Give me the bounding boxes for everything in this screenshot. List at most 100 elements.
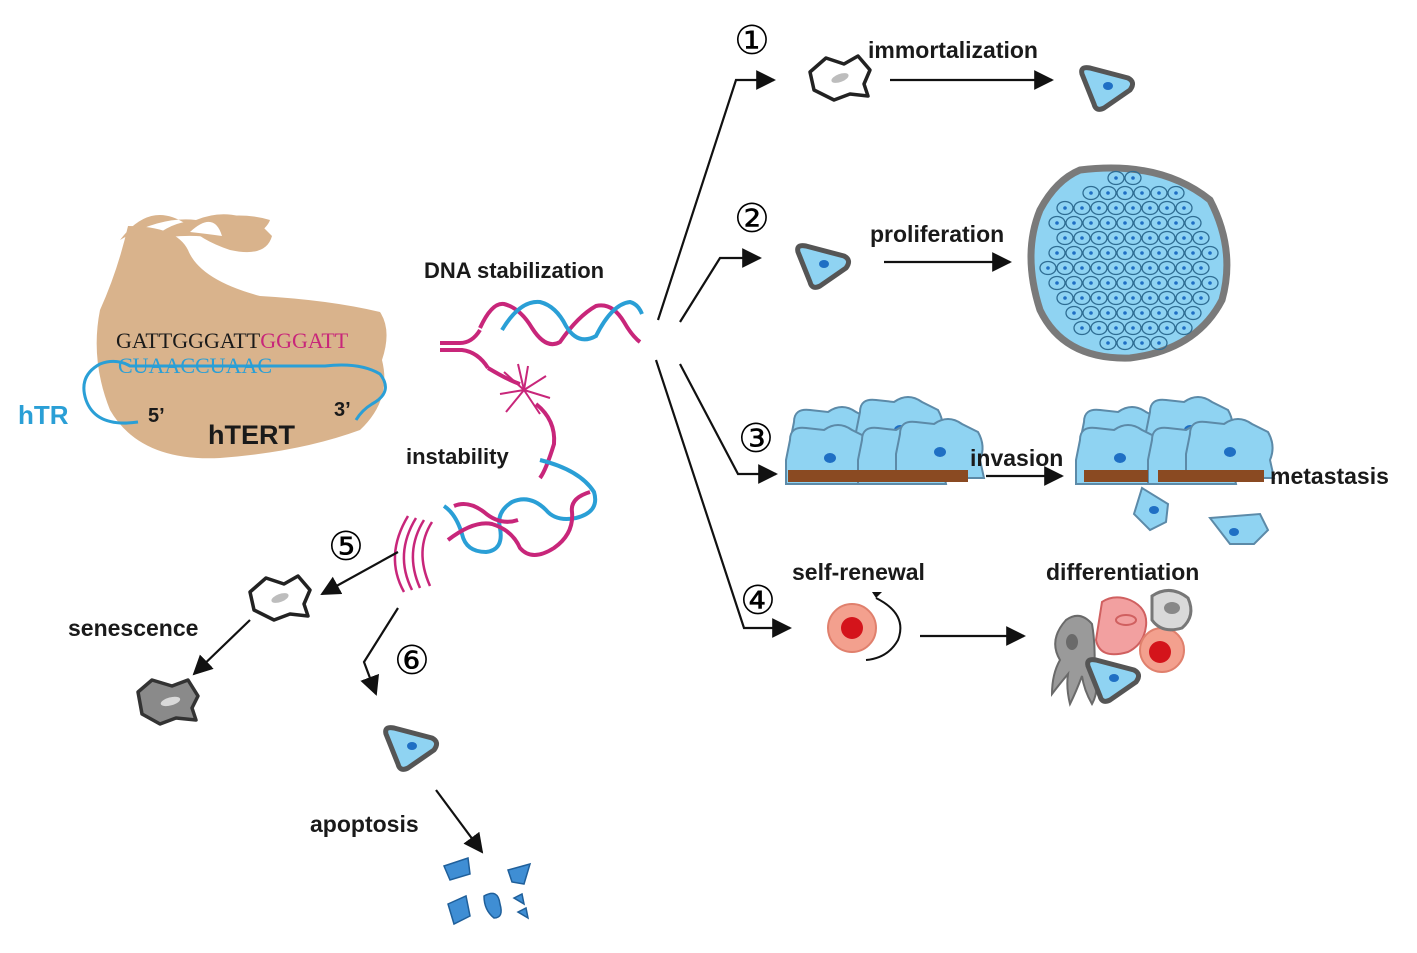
tumor-cell-nucleus [1208,281,1212,285]
tumor-cell-nucleus [1148,206,1152,210]
three-prime-label: 3’ [334,399,351,421]
tumor-cell-nucleus [1182,206,1186,210]
self-renewal-label: self-renewal [792,559,925,585]
migrating-cells [1132,486,1270,545]
break-burst [499,363,551,415]
pathway-6-number: ⑥ [394,638,430,683]
tumor-cell [1124,200,1142,216]
tumor-cell-nucleus [1123,191,1127,195]
tumor-cell-nucleus [1114,326,1118,330]
tumor-cell [1124,320,1142,336]
tumor-cell-nucleus [1097,326,1101,330]
tumor-cell-nucleus [1191,251,1195,255]
tumor-cell [1073,230,1091,246]
tumor-cell-nucleus [1165,236,1169,240]
tumor-cell [1141,290,1159,306]
tumor-cell [1158,200,1176,216]
tumor-cell [1141,230,1159,246]
tumor-cell-nucleus [1140,311,1144,315]
five-prime-label: 5’ [148,405,165,427]
tumor-cell [1167,305,1185,321]
pathway-1-number: ① [734,18,770,63]
tumor-cell-nucleus [1140,251,1144,255]
pathway-apoptosis: ⑥ apoptosis [310,638,532,926]
tumor-cell-nucleus [1123,281,1127,285]
tumor-cell-nucleus [1157,311,1161,315]
tumor-cell [1124,170,1142,186]
tumor-cell-nucleus [1106,221,1110,225]
pathway-4-number: ④ [740,578,776,623]
tumor-cell [1192,260,1210,276]
tumor-cell [1056,290,1074,306]
tumor-cell [1107,170,1125,186]
basement-membrane-right-b [1158,470,1264,482]
pre-senescent-cell [248,574,312,622]
tumor-cell [1107,320,1125,336]
tumor-cell [1192,290,1210,306]
pre-apoptotic-cell [386,728,437,770]
differentiation-label: differentiation [1046,559,1199,585]
tumor-cell-nucleus [1174,281,1178,285]
tumor-cell-nucleus [1089,281,1093,285]
tumor-cell-nucleus [1165,206,1169,210]
tumor-cell [1124,290,1142,306]
tumor-cell-nucleus [1131,236,1135,240]
tumor-cell-nucleus [1114,206,1118,210]
pathway-invasion: ③ invasion metastasis [738,396,1389,545]
apoptotic-bodies [442,856,532,926]
tumor-cell-nucleus [1131,176,1135,180]
pathway-proliferation: ② proliferation [734,164,1231,362]
tumor-cell [1133,305,1151,321]
tumor-cell [1099,185,1117,201]
tumor-cell [1116,335,1134,351]
tumor-cell-nucleus [1191,281,1195,285]
tumor-cell [1082,185,1100,201]
tumor-cell [1116,245,1134,261]
tumor-cell [1107,260,1125,276]
immortal-cell [1082,68,1133,110]
tumor-cell-nucleus [1157,251,1161,255]
tumor-cell [1073,260,1091,276]
tumor-cell [1056,230,1074,246]
tumor-cell-nucleus [1123,251,1127,255]
tumor-cell [1150,185,1168,201]
tumor-cell [1167,185,1185,201]
htert-lobe [120,214,272,253]
htr-label: hTR [18,400,69,430]
tumor-cell [1175,290,1193,306]
tumor-cell [1124,260,1142,276]
tumor-cell [1082,305,1100,321]
tumor-cell-nucleus [1072,281,1076,285]
tumor-cell-nucleus [1208,251,1212,255]
dna-stabilization-label: DNA stabilization [424,258,604,283]
tumor-cell [1133,245,1151,261]
tumor-cell [1107,230,1125,246]
tumor-cell-nucleus [1106,341,1110,345]
tumor-cell [1201,275,1219,291]
tumor-cell [1090,260,1108,276]
tumor-cell-nucleus [1131,206,1135,210]
htr-rna-loop [82,359,387,425]
tumor-cell-nucleus [1072,251,1076,255]
tumor-cell [1133,185,1151,201]
tumor-cell-nucleus [1114,296,1118,300]
tumor-cell-nucleus [1123,221,1127,225]
pathway-senescence: ⑤ senescence [68,524,364,726]
tumor-cell [1099,305,1117,321]
tumor-cell-nucleus [1148,296,1152,300]
tumor-cell [1090,320,1108,336]
pathway-3-number: ③ [738,416,774,461]
apoptosis-label: apoptosis [310,811,419,837]
tumor-cell-nucleus [1063,296,1067,300]
tumor-mass [1027,164,1231,362]
dna-stabilization-helix: DNA stabilization [424,258,644,370]
tumor-cell [1099,275,1117,291]
tumor-cell [1107,200,1125,216]
tumor-cell-nucleus [1123,341,1127,345]
tumor-cell [1056,200,1074,216]
tumor-cell-nucleus [1072,221,1076,225]
tumor-cell-nucleus [1063,266,1067,270]
tumor-cell-nucleus [1114,266,1118,270]
htert-label: hTERT [208,420,295,450]
